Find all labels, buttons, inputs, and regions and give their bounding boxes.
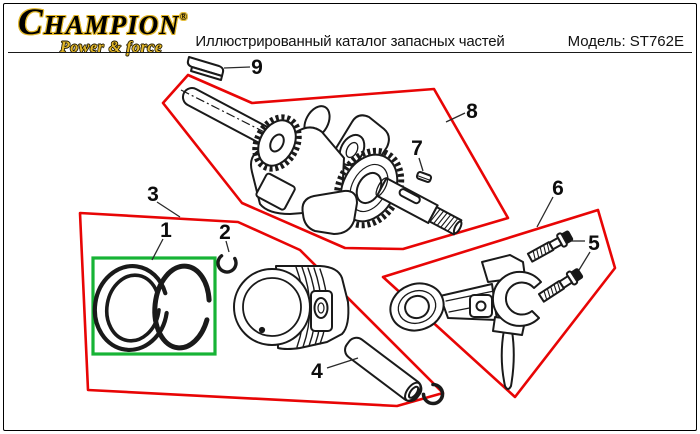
piston-rings-drawing (92, 263, 212, 352)
circlip-top-drawing (216, 252, 238, 274)
leader-9 (223, 66, 251, 69)
rod-big-end (491, 270, 542, 327)
leader-3 (156, 201, 181, 218)
champion-logo: CHAMPION® Power & force (18, 2, 193, 57)
registered-mark: ® (179, 12, 188, 23)
page-title: Иллюстрированный каталог запасных частей (195, 33, 505, 50)
leader-4 (326, 357, 359, 369)
callout-1: 1 (160, 219, 172, 242)
callout-leaders (151, 66, 591, 369)
output-shaft (375, 177, 463, 236)
group-outline-crankshaft (161, 73, 510, 251)
callout-2: 2 (219, 221, 231, 244)
model-label: Модель: ST762E (567, 33, 684, 50)
logo-initial: C (18, 2, 44, 43)
key-9-drawing (186, 56, 225, 81)
logo-tagline: Power & force (60, 38, 163, 56)
logo-wordmark: CHAMPION® (18, 2, 193, 43)
callout-5: 5 (588, 232, 600, 255)
logo-rest: HAMPION (43, 10, 180, 40)
callout-4: 4 (311, 360, 323, 383)
circlip-bottom-drawing (421, 382, 445, 406)
callout-7: 7 (411, 137, 423, 160)
key-7-drawing (415, 171, 433, 183)
piston-drawing (233, 265, 350, 350)
callout-3: 3 (147, 183, 159, 206)
crankshaft-drawing (180, 87, 463, 236)
callout-8: 8 (466, 100, 478, 123)
leader-5b (578, 251, 591, 271)
group-outline-connecting-rod (381, 208, 617, 399)
callout-6: 6 (552, 177, 564, 200)
callout-9: 9 (251, 56, 263, 79)
leader-1 (151, 238, 164, 261)
header-divider (8, 52, 692, 53)
rod-bolt-a (526, 230, 574, 263)
leader-2 (225, 240, 230, 253)
rod-bolt-b (537, 268, 584, 303)
leader-7 (418, 157, 424, 172)
piston-pin-drawing (344, 336, 423, 403)
crankshaft-centerline (180, 89, 301, 151)
connecting-rod-drawing (389, 254, 542, 390)
leader-6 (536, 196, 554, 228)
rod-small-end (389, 282, 445, 332)
page-border (3, 3, 697, 431)
rod-dipper (500, 329, 515, 390)
leader-8 (445, 112, 466, 123)
